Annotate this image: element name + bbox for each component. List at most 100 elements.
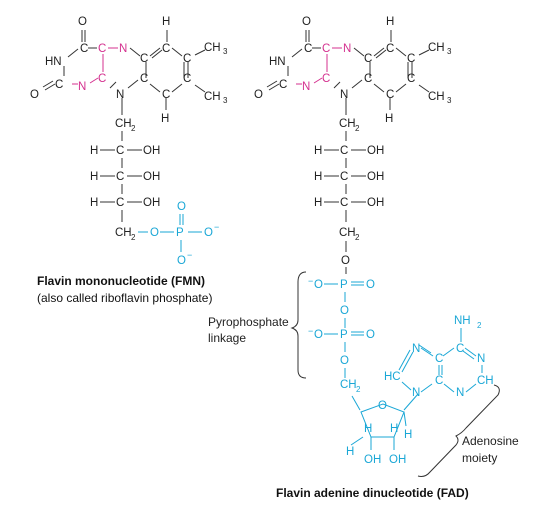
atom-label: C xyxy=(322,73,330,85)
atom-label: O xyxy=(254,89,263,101)
atom-label: N xyxy=(456,387,464,399)
atom-label: OH xyxy=(364,454,381,466)
atom-label: C xyxy=(116,197,124,209)
fmn-phosphate-group: O P O O − O − xyxy=(138,201,219,267)
adenosine-label-line2: moiety xyxy=(462,451,497,465)
atom-label: − xyxy=(214,222,219,232)
atom-label: H xyxy=(314,197,322,209)
atom-label: 3 xyxy=(447,47,452,56)
atom-label: H xyxy=(390,423,398,435)
atom-label: − xyxy=(187,250,192,260)
fad-ribose-ring: O H H H H OH OH xyxy=(346,393,419,466)
atom-label: O xyxy=(340,355,349,367)
atom-label: O xyxy=(366,329,375,341)
atom-label: CH xyxy=(477,375,494,387)
atom-label: O xyxy=(30,89,39,101)
atom-label: O xyxy=(340,305,349,317)
fad-adenine-ring: N C C N CH N C N HC NH 2 xyxy=(384,315,494,399)
adenosine-bracket xyxy=(417,384,500,477)
atom-label: 2 xyxy=(131,124,136,133)
atom-label: C xyxy=(183,53,191,65)
atom-label: C xyxy=(55,79,63,91)
atom-label: C xyxy=(407,73,415,85)
fmn-structure: O H HN C C N C C C CH 3 O C N C N C C C … xyxy=(30,16,228,267)
atom-label: H xyxy=(364,423,372,435)
atom-label: H xyxy=(314,145,322,157)
atom-label: C xyxy=(435,375,443,387)
atom-label: O xyxy=(378,400,387,412)
atom-label: H xyxy=(90,171,98,183)
atom-label: 2 xyxy=(477,321,482,330)
atom-label: HN xyxy=(269,56,286,68)
atom-label: C xyxy=(162,89,170,101)
atom-label: C xyxy=(140,73,148,85)
atom-label: C xyxy=(162,43,170,55)
atom-label: C xyxy=(386,89,394,101)
atom-label: C xyxy=(116,171,124,183)
atom-label: O xyxy=(150,227,159,239)
atom-label: C xyxy=(140,53,148,65)
pyrophosphate-bracket xyxy=(290,271,307,379)
atom-label: HN xyxy=(45,56,62,68)
atom-label: C xyxy=(279,79,287,91)
atom-label: P xyxy=(340,329,348,341)
fad-ring-bonds xyxy=(266,30,430,115)
atom-label: O xyxy=(204,227,213,239)
atom-label: H xyxy=(162,16,170,28)
atom-label: OH xyxy=(143,145,160,157)
atom-label: C xyxy=(386,43,394,55)
atom-label: H xyxy=(404,429,412,441)
pyrophosphate-label-line1: Pyrophosphate xyxy=(208,315,289,329)
atom-label: OH xyxy=(389,454,406,466)
atom-label: C xyxy=(407,53,415,65)
atom-label: P xyxy=(176,227,184,239)
fmn-ring-bonds xyxy=(42,30,206,115)
atom-label: O xyxy=(341,255,350,267)
atom-label: CH xyxy=(204,91,221,103)
atom-label: H xyxy=(386,16,394,28)
atom-label: O xyxy=(314,329,323,341)
atom-label: C xyxy=(435,353,443,365)
atom-label: CH xyxy=(115,118,132,130)
atom-label: OH xyxy=(367,171,384,183)
atom-label: P xyxy=(340,279,348,291)
atom-label: C xyxy=(98,43,106,55)
atom-label: N xyxy=(119,43,127,55)
atom-label: C xyxy=(364,53,372,65)
atom-label: 2 xyxy=(356,385,361,394)
fad-ring-atoms: O H HN C C N C C C CH 3 O C N C N C C C … xyxy=(254,16,452,125)
atom-label: CH xyxy=(204,42,221,54)
atom-label: 3 xyxy=(223,47,228,56)
atom-label: C xyxy=(456,343,464,355)
atom-label: OH xyxy=(367,197,384,209)
atom-label: − xyxy=(308,326,313,336)
atom-label: H xyxy=(90,145,98,157)
fad-pyrophosphate: − O P O O − O P O O CH 2 xyxy=(308,276,375,394)
atom-label: 2 xyxy=(355,124,360,133)
atom-label: OH xyxy=(367,145,384,157)
fad-ribityl-chain: CH 2 H C OH H C OH H C OH CH 2 O xyxy=(314,118,384,274)
atom-label: NH xyxy=(454,315,471,327)
atom-label: C xyxy=(80,43,88,55)
atom-label: N xyxy=(116,89,124,101)
atom-label: N xyxy=(412,387,420,399)
atom-label: H xyxy=(90,197,98,209)
atom-label: O xyxy=(366,279,375,291)
atom-label: C xyxy=(304,43,312,55)
atom-label: OH xyxy=(143,197,160,209)
atom-label: N xyxy=(477,353,485,365)
atom-label: 2 xyxy=(131,233,136,242)
atom-label: O xyxy=(302,16,311,28)
atom-label: CH xyxy=(339,118,356,130)
atom-label: N xyxy=(302,81,310,93)
atom-label: N xyxy=(343,43,351,55)
atom-label: O xyxy=(177,255,186,267)
atom-label: H xyxy=(161,113,169,125)
atom-label: 2 xyxy=(355,233,360,242)
atom-label: O xyxy=(78,16,87,28)
atom-label: C xyxy=(340,145,348,157)
atom-label: C xyxy=(340,197,348,209)
atom-label: CH xyxy=(428,42,445,54)
atom-label: HC xyxy=(384,371,401,383)
